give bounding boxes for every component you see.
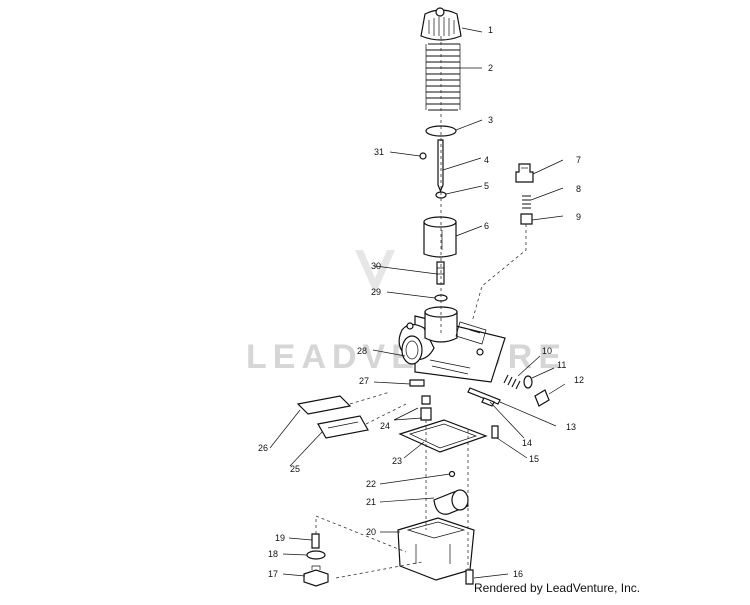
part-17-drain-plug — [303, 565, 329, 587]
callout-6: 6 — [484, 221, 489, 231]
part-26-plate — [296, 395, 352, 415]
assembly-lines — [315, 36, 527, 579]
callout-11: 11 — [557, 360, 566, 370]
part-12-cap — [534, 389, 550, 407]
callout-5: 5 — [484, 181, 489, 191]
callout-28: 28 — [357, 346, 367, 356]
callout-7: 7 — [576, 155, 581, 165]
part-22-pin — [448, 470, 456, 478]
credit-text: Rendered by LeadVenture, Inc. — [474, 581, 641, 595]
callout-19: 19 — [275, 533, 285, 543]
callout-labels: 1 2 3 4 5 6 7 8 9 10 11 12 13 14 15 16 1… — [258, 25, 584, 579]
callout-16: 16 — [513, 569, 523, 579]
part-25-plate — [317, 415, 369, 439]
callout-10: 10 — [542, 346, 552, 356]
callout-13: 13 — [566, 422, 576, 432]
callout-15: 15 — [529, 454, 539, 464]
callout-20: 20 — [366, 527, 376, 537]
callout-21: 21 — [366, 497, 376, 507]
part-8-spring — [522, 195, 531, 209]
part-18-o-ring — [306, 550, 326, 560]
part-24-jet — [420, 395, 432, 421]
callout-4: 4 — [484, 155, 489, 165]
leader-lines — [269, 27, 566, 579]
part-7-fitting — [515, 163, 534, 183]
part-2-spring — [425, 43, 461, 111]
callout-24: 24 — [380, 421, 390, 431]
callout-17: 17 — [268, 569, 278, 579]
callout-18: 18 — [268, 549, 278, 559]
callout-30: 30 — [371, 261, 381, 271]
part-11-ring — [523, 375, 533, 389]
part-27-fitting — [409, 379, 425, 387]
part-28-carburetor-body — [398, 306, 506, 383]
callout-25: 25 — [290, 464, 300, 474]
callout-29: 29 — [371, 287, 381, 297]
callout-1: 1 — [488, 25, 493, 35]
callout-9: 9 — [576, 212, 581, 222]
callout-3: 3 — [488, 115, 493, 125]
part-15-plug — [491, 425, 499, 439]
part-16-screw — [465, 569, 474, 585]
callout-12: 12 — [574, 375, 584, 385]
part-10-spring — [503, 374, 521, 390]
part-4-needle — [437, 139, 444, 193]
callout-23: 23 — [392, 456, 402, 466]
callout-31: 31 — [374, 147, 384, 157]
part-9-jet — [520, 213, 533, 225]
callout-8: 8 — [576, 184, 581, 194]
part-19-jet — [311, 533, 320, 549]
part-6-slide — [423, 216, 457, 258]
callout-26: 26 — [258, 443, 268, 453]
part-30-bolt — [436, 261, 445, 285]
callout-22: 22 — [366, 479, 376, 489]
part-14-screw — [481, 397, 495, 407]
part-23-gasket — [398, 419, 488, 453]
callout-2: 2 — [488, 63, 493, 73]
callout-14: 14 — [522, 438, 532, 448]
part-1-cap — [420, 7, 462, 41]
part-21-float — [433, 489, 469, 515]
part-13-screw — [467, 387, 501, 405]
part-31-clip — [419, 152, 427, 160]
part-20-float-bowl — [397, 517, 475, 581]
callout-27: 27 — [359, 376, 369, 386]
